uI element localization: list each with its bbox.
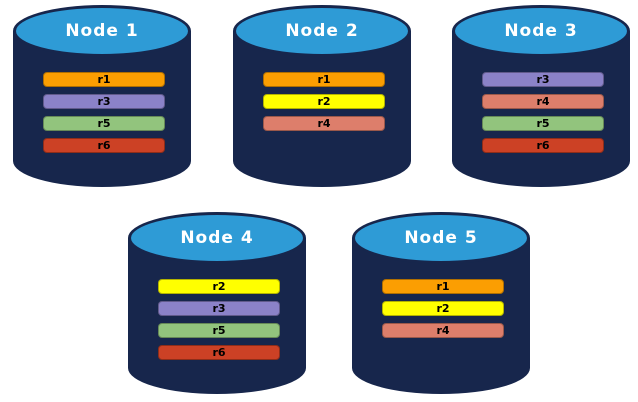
replica-bar[interactable]: r3 [43,94,165,109]
cylinder-top-icon [233,5,411,57]
replica-bar[interactable]: r5 [482,116,604,131]
cylinder-body-icon [352,238,530,394]
replica-bar[interactable]: r1 [43,72,165,87]
replica-bar[interactable]: r2 [382,301,504,316]
replica-bar[interactable]: r4 [382,323,504,338]
replica-bar[interactable]: r1 [382,279,504,294]
replica-stack: r3 r4 r5 r6 [482,72,604,160]
cylinder-body-icon [233,31,411,187]
replica-stack: r1 r3 r5 r6 [43,72,165,160]
cylinder-body-icon [452,31,630,187]
replica-bar[interactable]: r1 [263,72,385,87]
replica-bar[interactable]: r6 [158,345,280,360]
replica-bar[interactable]: r6 [482,138,604,153]
cylinder-body-icon [128,238,306,394]
replica-bar[interactable]: r2 [158,279,280,294]
replica-bar[interactable]: r5 [158,323,280,338]
replica-bar[interactable]: r4 [263,116,385,131]
replica-stack: r1 r2 r4 [382,279,504,345]
replica-bar[interactable]: r4 [482,94,604,109]
replica-bar[interactable]: r2 [263,94,385,109]
replica-stack: r1 r2 r4 [263,72,385,138]
replica-bar[interactable]: r6 [43,138,165,153]
cylinder-top-icon [352,212,530,264]
replica-bar[interactable]: r3 [158,301,280,316]
replica-stack: r2 r3 r5 r6 [158,279,280,367]
cylinder-top-icon [128,212,306,264]
cylinder-top-icon [13,5,191,57]
cylinder-top-icon [452,5,630,57]
replica-bar[interactable]: r5 [43,116,165,131]
replica-bar[interactable]: r3 [482,72,604,87]
